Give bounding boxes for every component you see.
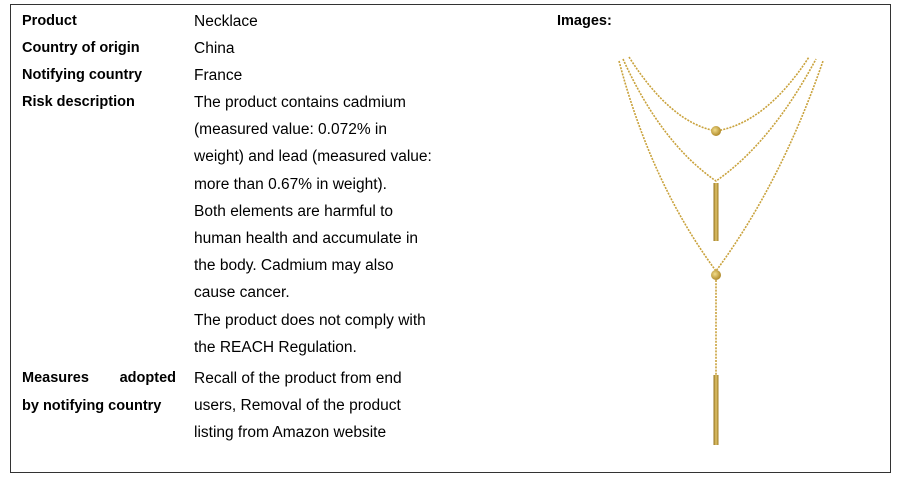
risk-line: Both elements are harmful to [194,202,394,220]
chain-long [618,60,824,273]
risk-line: the body. Cadmium may also [194,257,394,275]
notifying-country-label: Notifying country [22,67,143,83]
measures-line: users, Removal of the product [194,397,401,415]
risk-line: The product contains cadmium [194,94,406,111]
chain-medium [622,58,817,182]
risk-line: cause cancer. [194,284,290,302]
measures-word: Measures [22,370,89,386]
country-of-origin-value: China [194,40,235,57]
images-label: Images: [557,13,612,29]
measures-line: Recall of the product from end [194,370,402,387]
country-of-origin-label: Country of origin [22,40,140,56]
risk-line: The product does not comply with [194,311,426,329]
bead-charm [711,126,721,136]
bead-charm-lower [711,270,721,280]
bar-pendant-long [713,375,719,445]
risk-line: human health and accumulate in [194,230,419,248]
product-label: Product [22,13,77,29]
bar-pendant-medium [713,183,719,241]
risk-line: the REACH Regulation. [194,338,357,356]
product-value: Necklace [194,13,258,30]
risk-line: weight) and lead (measured value: [194,148,432,166]
risk-description-value: The product contains cadmium (measured v… [194,89,432,361]
measures-line: listing from Amazon website [194,424,387,442]
measures-value: Recall of the product from end users, Re… [194,365,402,447]
measures-label-line1: Measures adopted [22,365,176,392]
notifying-country-value: France [194,67,243,84]
risk-line: (measured value: 0.072% in [194,121,388,139]
risk-description-label: Risk description [22,94,135,110]
chain-short [628,56,810,132]
measures-label-line2: by notifying country [22,398,162,414]
product-info-table: Product Necklace Country of origin China… [10,4,891,473]
risk-line: more than 0.67% in weight). [194,175,387,193]
adopted-word: adopted [119,370,176,386]
necklace-product-image [618,56,824,445]
